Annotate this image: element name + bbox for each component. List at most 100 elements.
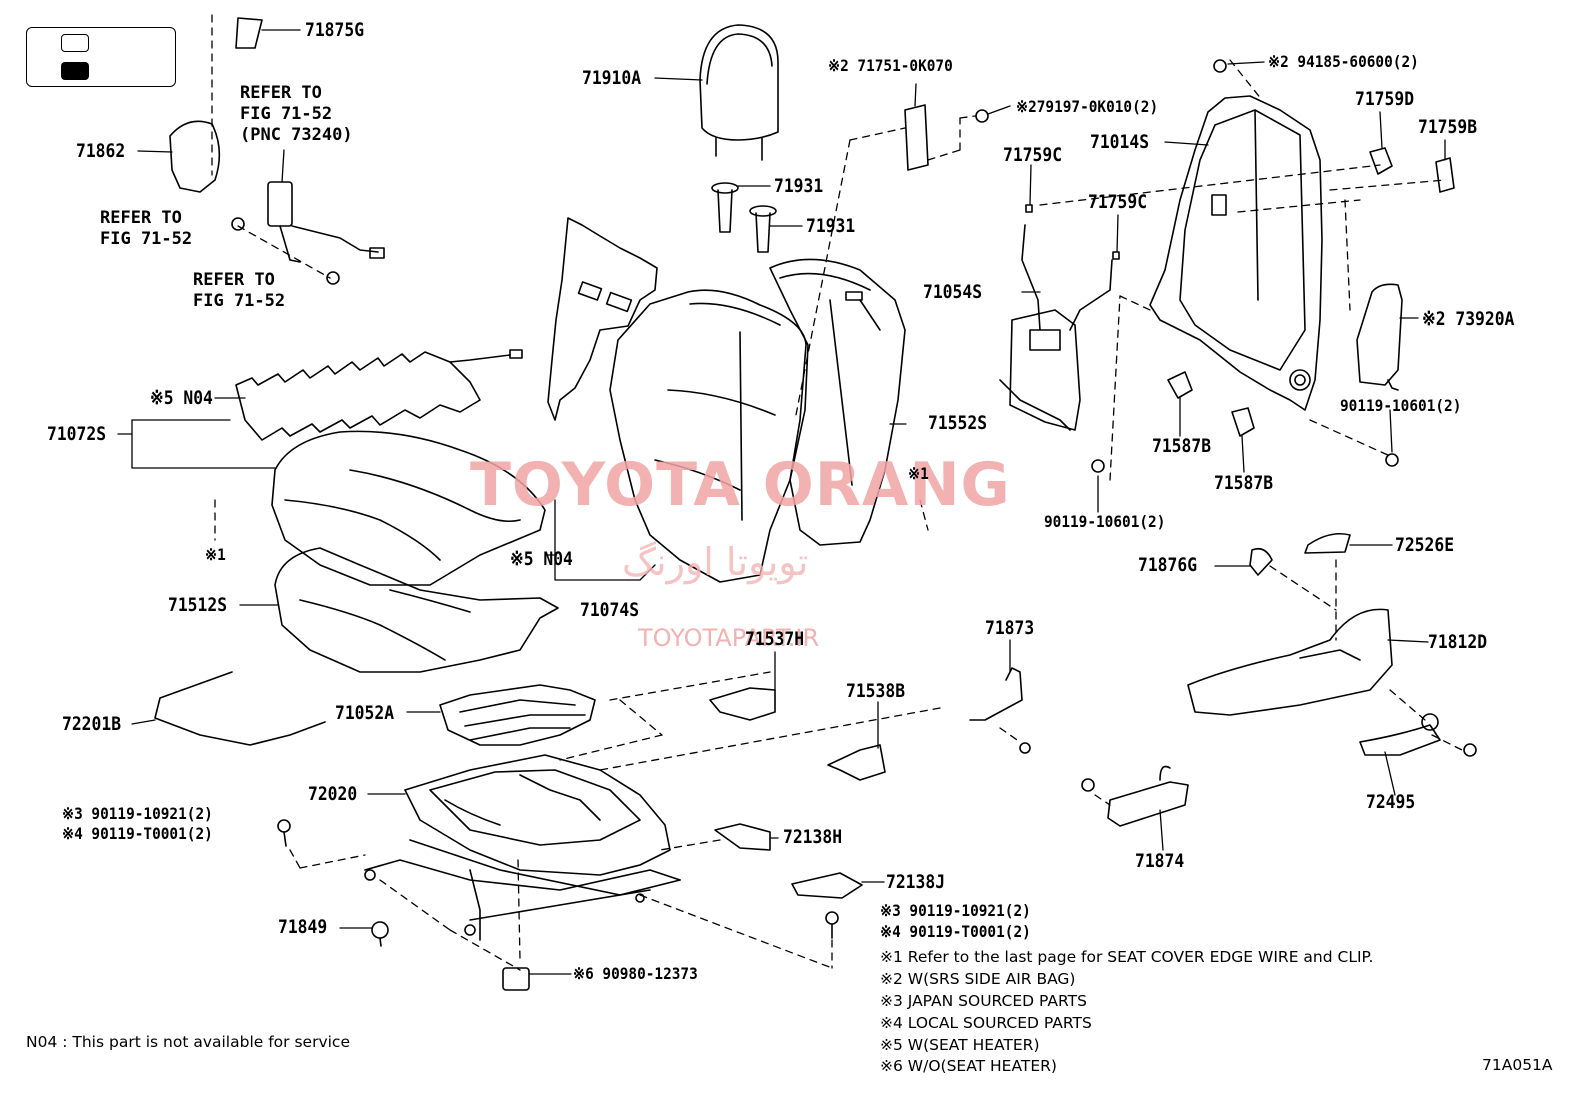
part-71512s[interactable]: 71512S: [168, 594, 228, 616]
part-71862[interactable]: 71862: [76, 140, 126, 162]
lumbar-support: [999, 224, 1113, 431]
part-90119-10601-b[interactable]: 90119-10601(2): [1044, 512, 1166, 531]
part-71812d[interactable]: 71812D: [1428, 631, 1488, 653]
seatback-board: [547, 217, 658, 421]
part-71054s[interactable]: 71054S: [923, 281, 983, 303]
part-90119-t0001-a[interactable]: ※4 90119-T0001(2): [62, 824, 213, 843]
ref-fig-71-52-b[interactable]: REFER TO FIG 71-52: [193, 270, 286, 311]
part-n04-heater-lower[interactable]: ※5 N04: [510, 548, 573, 570]
seatbelt-buckle: [267, 181, 385, 263]
leader-lines: [117, 29, 1446, 975]
seatback-frame: [1149, 95, 1323, 411]
part-94185-60600[interactable]: ※2 94185-60600(2): [1268, 52, 1419, 71]
part-90119-t0001-b[interactable]: ※4 90119-T0001(2): [880, 922, 1031, 941]
part-71052a[interactable]: 71052A: [335, 702, 395, 724]
handle-knob: [1421, 713, 1439, 731]
note-mark-1-left: ※1: [205, 545, 226, 564]
part-n04-heater-upper[interactable]: ※5 N04: [150, 387, 213, 409]
note-2: ※2 W(SRS SIDE AIR BAG): [880, 970, 1076, 988]
note-6: ※6 W/O(SEAT HEATER): [880, 1057, 1057, 1075]
part-72138j[interactable]: 72138J: [886, 871, 946, 893]
cover-71876g: [1249, 547, 1273, 576]
bracket-71537h: [709, 687, 776, 721]
ref-fig-71-52-pnc[interactable]: REFER TO FIG 71-52 (PNC 73240): [240, 83, 353, 145]
part-71874[interactable]: 71874: [1135, 850, 1185, 872]
part-90119-10921-b[interactable]: ※3 90119-10921(2): [880, 901, 1031, 920]
part-79197-0k010[interactable]: ※279197-0K010(2): [1016, 97, 1159, 116]
cover-72138j: [791, 872, 863, 899]
part-90980-12373[interactable]: ※6 90980-12373: [573, 964, 698, 983]
part-71759b[interactable]: 71759B: [1418, 116, 1478, 138]
nut-ref-b: [326, 271, 340, 285]
cover-72138h: [714, 823, 771, 851]
note-n04-availability: N04 : This part is not available for ser…: [26, 1033, 350, 1051]
cushion-cover: [271, 430, 546, 586]
headrest-guides: [711, 182, 777, 253]
part-71538b[interactable]: 71538B: [846, 680, 906, 702]
legend-black-swatch: [61, 62, 89, 80]
part-90119-10601-a[interactable]: 90119-10601(2): [1340, 396, 1462, 415]
part-71759c-b[interactable]: 71759C: [1088, 191, 1148, 213]
seat-frame: [364, 754, 681, 941]
nut-ref-a: [231, 217, 245, 231]
part-72138h[interactable]: 72138H: [783, 826, 843, 848]
part-71931-b[interactable]: 71931: [806, 215, 856, 237]
part-71910a[interactable]: 71910A: [582, 67, 642, 89]
part-72201b[interactable]: 72201B: [62, 713, 122, 735]
note-5: ※5 W(SEAT HEATER): [880, 1036, 1040, 1054]
clip-71759b: [1435, 157, 1455, 193]
seat-spring: [439, 684, 596, 746]
cover-71862: [169, 120, 221, 193]
part-73920a[interactable]: ※2 73920A: [1422, 308, 1515, 330]
part-71587b-a[interactable]: 71587B: [1152, 435, 1212, 457]
watermark-title: TOYOTA ORANG: [470, 450, 1011, 520]
legend-white-swatch: [61, 34, 89, 52]
cushion-pad: [274, 547, 559, 673]
part-71931-a[interactable]: 71931: [774, 175, 824, 197]
part-72495[interactable]: 72495: [1366, 791, 1416, 813]
bracket-71873: [969, 667, 1031, 754]
note-3: ※3 JAPAN SOURCED PARTS: [880, 992, 1087, 1010]
part-71537h[interactable]: 71537H: [745, 628, 805, 650]
cover-71875g: [235, 17, 263, 49]
side-shield-71812d: [1187, 608, 1393, 716]
headrest-drawing: [699, 24, 779, 161]
clip-71759c-a: [1025, 204, 1033, 213]
watermark-site: TOYOTAPART.IR: [638, 624, 820, 652]
part-72526e[interactable]: 72526E: [1395, 534, 1455, 556]
dashed-lines: [211, 14, 1463, 971]
cover-72526e: [1304, 532, 1351, 554]
part-90119-10921-a[interactable]: ※3 90119-10921(2): [62, 804, 213, 823]
ref-fig-71-52-a[interactable]: REFER TO FIG 71-52: [100, 208, 193, 249]
part-71873[interactable]: 71873: [985, 617, 1035, 639]
clip-71759c-b: [1112, 251, 1120, 260]
part-71587b-b[interactable]: 71587B: [1214, 472, 1274, 494]
cushion-heater-mat: [235, 349, 523, 441]
part-71759c-a[interactable]: 71759C: [1003, 144, 1063, 166]
part-72020[interactable]: 72020: [308, 783, 358, 805]
bracket-71587b-a: [1167, 371, 1193, 399]
seat-wire: [154, 671, 326, 746]
part-71849[interactable]: 71849: [278, 916, 328, 938]
part-71751-0k070[interactable]: ※2 71751-0K070: [828, 56, 953, 75]
seatback-rear-cover: [769, 258, 906, 546]
part-71072s[interactable]: 71072S: [47, 423, 107, 445]
bracket-71874: [1081, 765, 1189, 827]
bracket-71538b: [827, 744, 886, 781]
part-71014s[interactable]: 71014S: [1090, 131, 1150, 153]
seatback-cover: [609, 289, 807, 583]
part-71875g[interactable]: 71875G: [305, 19, 365, 41]
part-71876g[interactable]: 71876G: [1138, 554, 1198, 576]
part-71552s[interactable]: 71552S: [928, 412, 988, 434]
diagram-id: 71A051A: [1482, 1056, 1553, 1074]
sensor-71751: [904, 104, 929, 171]
note-4: ※4 LOCAL SOURCED PARTS: [880, 1014, 1092, 1032]
note-mark-1-right: ※1: [908, 464, 929, 483]
part-71074s[interactable]: 71074S: [580, 599, 640, 621]
small-bolts: [277, 59, 1477, 991]
part-71759d[interactable]: 71759D: [1355, 88, 1415, 110]
bracket-71587b-b: [1231, 407, 1255, 437]
note-1: ※1 Refer to the last page for SEAT COVER…: [880, 948, 1374, 966]
clip-71759d: [1369, 147, 1393, 175]
